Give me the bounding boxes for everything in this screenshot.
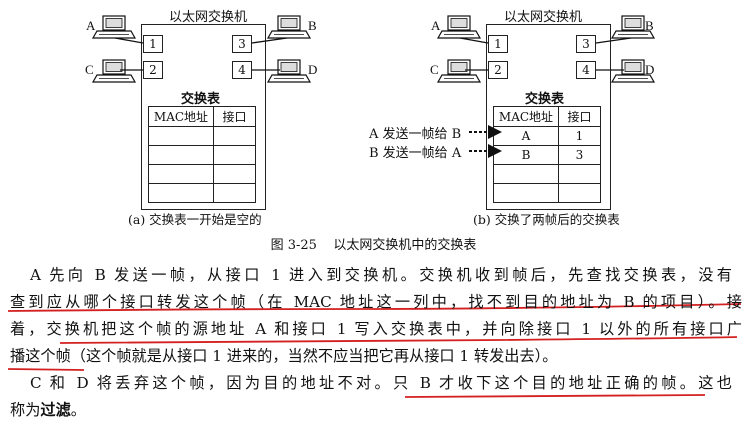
computer-icon [267,59,311,83]
red-underline [404,394,706,398]
right-host-a-label: A [431,18,441,33]
annotation-a-to-b: A 发送一帧给 B [369,127,462,142]
paragraph-line: C 和 D 将丢弃这个帧，因为目的地址不对。只 B 才收下这个目的地址正确的帧。… [30,374,732,392]
computer-icon [611,59,655,83]
red-underline [59,336,738,344]
left-port-2: 2 [143,61,163,79]
left-host-b-label: B [308,18,317,33]
left-host-a-label: A [86,18,96,33]
right-host-b-label: B [645,18,654,33]
left-table-title: 交换表 [181,92,221,107]
right-port-4: 4 [576,61,596,79]
table-row [148,183,256,203]
right-port-3: 3 [576,35,596,53]
paragraph-line: A 先向 B 发送一帧，从接口 1 进入到交换机。交换机收到帧后，先查找交换表，… [30,266,732,284]
right-table-header-port: 接口 [558,106,601,127]
figure-caption: 图 3-25 以太网交换机中的交换表 [270,238,477,253]
computer-icon [267,15,311,39]
body-paragraph: A 先向 B 发送一帧，从接口 1 进入到交换机。交换机收到帧后，先查找交换表，… [0,262,747,424]
computer-icon [92,15,136,39]
left-port-1: 1 [143,35,163,53]
paragraph-line: 称为过滤。 [10,401,86,419]
left-host-c-label: C [85,62,94,77]
right-host-c-label: C [430,62,439,77]
computer-icon [92,59,136,83]
left-table-header-port: 接口 [213,106,256,127]
left-host-d-label: D [308,62,318,77]
left-diagram-caption: (a) 交换表一开始是空的 [128,212,262,227]
right-host-d-label: D [645,62,655,77]
right-table-title: 交换表 [525,92,565,107]
link-line [595,37,632,44]
computer-icon [611,15,655,39]
link-line [459,37,489,44]
table-row [148,164,256,184]
red-underline [7,368,85,371]
paragraph-line: 查到应从哪个接口转发这个帧（在 MAC 地址这一列中，找不到目的地址为 B 的项… [10,293,742,311]
right-diagram-caption: (b) 交换了两帧后的交换表 [473,212,620,227]
computer-icon [437,59,481,83]
link-line [251,37,288,44]
computer-icon [437,15,481,39]
right-switch-title: 以太网交换机 [504,10,583,25]
annotation-b-to-a: B 发送一帧给 A [369,146,462,161]
table-row [493,183,601,203]
table-row [148,145,256,165]
right-port-2: 2 [488,61,508,79]
left-switch-title: 以太网交换机 [169,10,248,25]
bold-term: 过滤 [40,401,71,419]
right-port-1: 1 [488,35,508,53]
left-port-3: 3 [232,35,252,53]
link-line [114,37,144,44]
paragraph-line: 播这个帧（这个帧就是从接口 1 进来的，当然不应当把它再从接口 1 转发出去）。 [10,347,558,365]
red-underline [7,303,742,312]
left-port-4: 4 [232,61,252,79]
right-table-header-mac: MAC地址 [493,106,559,127]
left-switch-table: MAC地址 接口 [148,106,256,203]
paragraph-line: 着，交换机把这个帧的源地址 A 和接口 1 写入交换表中，并向除接口 1 以外的… [10,320,742,338]
